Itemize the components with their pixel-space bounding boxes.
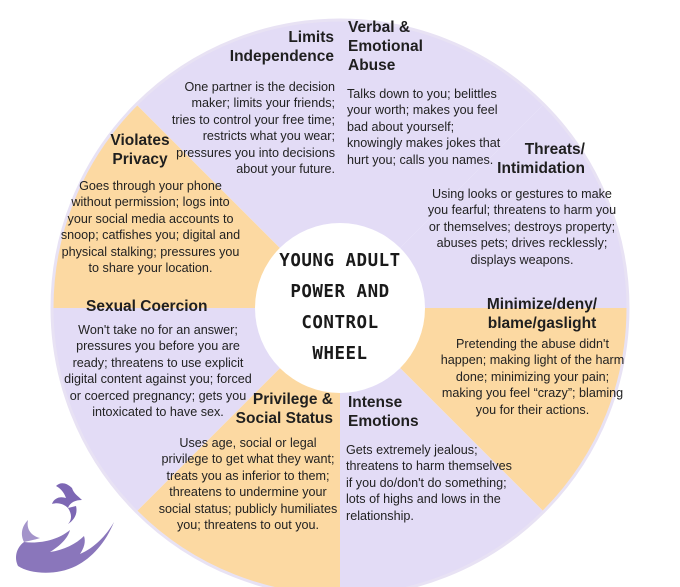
threats-title: Threats/ Intimidation <box>497 141 585 177</box>
limits-independence-text: One partner is the decision maker; limit… <box>171 80 335 177</box>
segment-intense-emotions <box>340 308 544 587</box>
wheel-segments <box>52 20 628 587</box>
segment-privilege <box>136 308 340 587</box>
segment-minimize <box>340 308 628 512</box>
verbal-abuse-text: Talks down to you; belittles your worth;… <box>347 87 501 167</box>
limits-independence-title: Limits Independence <box>229 29 334 65</box>
violates-privacy-text: Goes through your phone without permissi… <box>60 179 241 276</box>
privilege-title: Privilege & Social Status <box>235 391 333 427</box>
segment-limits-independence <box>136 20 340 308</box>
wheel-outer-ring <box>50 18 630 587</box>
segment-violates-privacy <box>52 104 340 309</box>
segment-verbal-abuse <box>340 20 544 308</box>
verbal-abuse-title: Verbal & Emotional Abuse <box>348 19 423 74</box>
sexual-coercion-text: Won't take no for an answer; pressures y… <box>64 323 252 420</box>
dove-hand-logo-icon <box>16 483 114 573</box>
violates-privacy-title: Violates Privacy <box>110 132 170 168</box>
segment-threats <box>340 104 628 309</box>
intense-emotions-title: Intense Emotions <box>348 394 419 430</box>
sexual-coercion-title: Sexual Coercion <box>86 298 208 315</box>
wheel-center: YOUNG ADULT POWER AND CONTROL WHEEL <box>255 223 425 393</box>
privilege-text: Uses age, social or legal privilege to g… <box>158 436 338 533</box>
segment-sexual-coercion <box>52 308 340 512</box>
minimize-title: Minimize/deny/ blame/gaslight <box>486 296 598 332</box>
center-title: YOUNG ADULT POWER AND CONTROL WHEEL <box>275 246 405 370</box>
center-title-text: YOUNG ADULT POWER AND CONTROL WHEEL <box>279 251 401 364</box>
intense-emotions-text: Gets extremely jealous; threatens to har… <box>346 443 512 523</box>
minimize-text: Pretending the abuse didn't happen; maki… <box>440 337 625 417</box>
threats-text: Using looks or gestures to make you fear… <box>427 187 617 267</box>
wheel-hub <box>255 223 425 393</box>
